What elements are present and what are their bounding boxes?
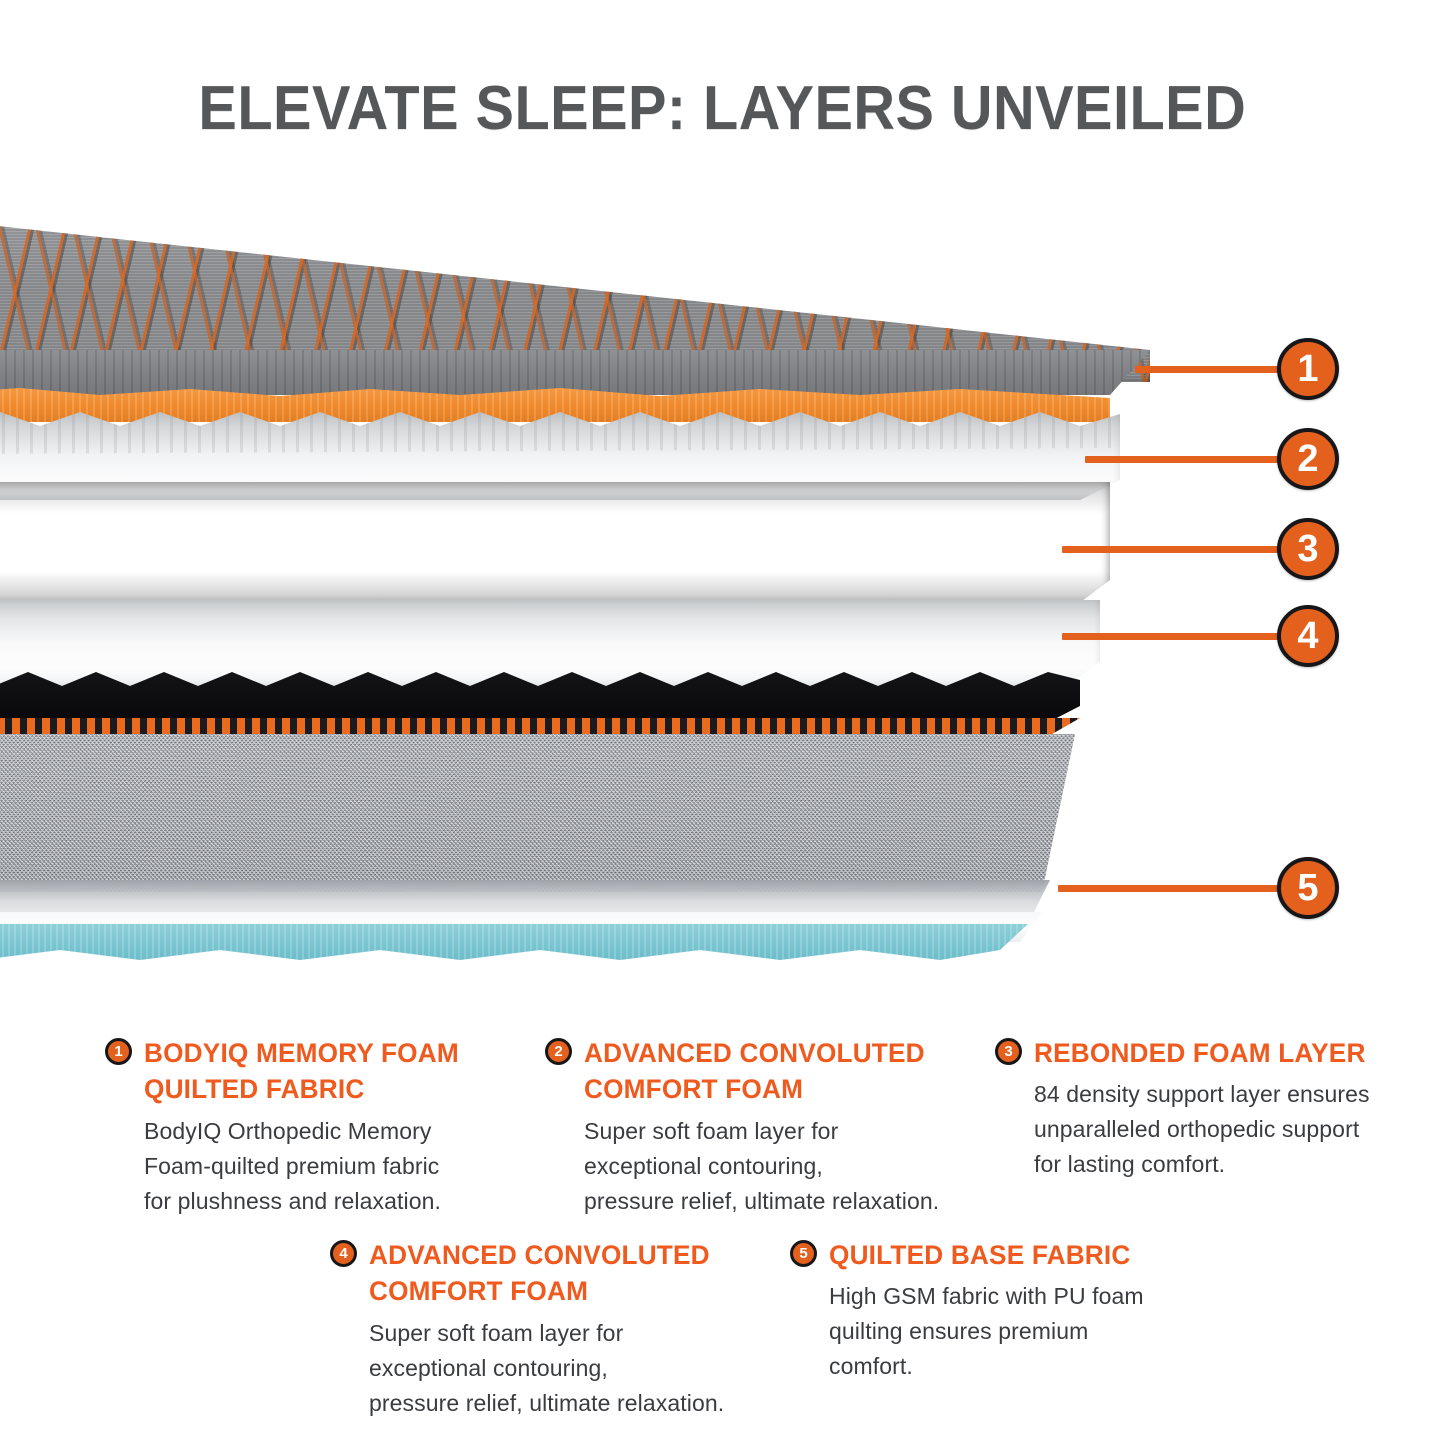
legend-body-2: ADVANCED CONVOLUTED COMFORT FOAM Super s… xyxy=(584,1035,939,1219)
callout-4-badge[interactable]: 4 xyxy=(1277,605,1339,667)
layer-convoluted-foam-ridges-upper xyxy=(0,412,1120,454)
layer-convoluted-comfort-foam-upper xyxy=(0,412,1120,500)
legend-item-quilted-base-fabric[interactable]: 5 QUILTED BASE FABRIC High GSM fabric wi… xyxy=(790,1237,1200,1384)
legend-body-3: REBONDED FOAM LAYER 84 density support l… xyxy=(1034,1035,1376,1182)
callout-1: 1 xyxy=(1135,338,1339,400)
legend-title-3: REBONDED FOAM LAYER xyxy=(1034,1038,1366,1068)
mattress-cutaway-illustration xyxy=(0,200,1160,960)
legend-badge-2: 2 xyxy=(545,1038,572,1065)
legend-body-5: QUILTED BASE FABRIC High GSM fabric with… xyxy=(829,1237,1144,1384)
legend-title-4: ADVANCED CONVOLUTED COMFORT FOAM xyxy=(369,1240,710,1307)
page-title: ELEVATE SLEEP: LAYERS UNVEILED xyxy=(198,73,1247,143)
callout-1-leader-line xyxy=(1135,365,1280,373)
layer-rebonded-foam-shading xyxy=(0,482,1110,610)
legend-description-4: Super soft foam layer for exceptional co… xyxy=(369,1319,725,1416)
legend-item-bodyiq-memory-foam-quilted-fabric[interactable]: 1 BODYIQ MEMORY FOAM QUILTED FABRIC Body… xyxy=(105,1035,505,1219)
callout-5-badge[interactable]: 5 xyxy=(1277,857,1339,919)
callout-3-leader-line xyxy=(1062,545,1280,553)
callout-5-leader-line xyxy=(1058,884,1280,892)
legend-badge-3: 3 xyxy=(995,1038,1022,1065)
legend-description-5: High GSM fabric with PU foam quilting en… xyxy=(829,1283,1144,1380)
legend-item-advanced-convoluted-comfort-foam-lower[interactable]: 4 ADVANCED CONVOLUTED COMFORT FOAM Super… xyxy=(330,1237,750,1421)
legend-title-1: BODYIQ MEMORY FOAM QUILTED FABRIC xyxy=(144,1038,459,1105)
legend-badge-1: 1 xyxy=(105,1038,132,1065)
layer-orange-striped-band xyxy=(0,718,1080,738)
callout-2: 2 xyxy=(1085,428,1339,490)
mattress-layers-diagram: 1 2 3 4 5 xyxy=(0,200,1445,960)
legend-item-advanced-convoluted-comfort-foam-upper[interactable]: 2 ADVANCED CONVOLUTED COMFORT FOAM Super… xyxy=(545,1035,965,1219)
callout-2-leader-line xyxy=(1085,455,1280,463)
legend-title-2: ADVANCED CONVOLUTED COMFORT FOAM xyxy=(584,1038,925,1105)
callout-3-badge[interactable]: 3 xyxy=(1277,518,1339,580)
page-header: ELEVATE SLEEP: LAYERS UNVEILED xyxy=(0,68,1445,148)
layer-gray-textile-base xyxy=(0,734,1075,892)
legend-description-3: 84 density support layer ensures unparal… xyxy=(1034,1081,1370,1178)
callout-1-badge[interactable]: 1 xyxy=(1277,338,1339,400)
legend-description-2: Super soft foam layer for exceptional co… xyxy=(584,1117,940,1214)
callout-4-leader-line xyxy=(1062,632,1280,640)
callout-5: 5 xyxy=(1058,857,1339,919)
callout-3: 3 xyxy=(1062,518,1339,580)
layer-quilted-base-fabric-teal xyxy=(0,924,1028,960)
legend-description-1: BodyIQ Orthopedic Memory Foam-quilted pr… xyxy=(144,1117,441,1214)
legend-body-4: ADVANCED CONVOLUTED COMFORT FOAM Super s… xyxy=(369,1237,724,1421)
legend-badge-5: 5 xyxy=(790,1240,817,1267)
callout-4: 4 xyxy=(1062,605,1339,667)
legend: 1 BODYIQ MEMORY FOAM QUILTED FABRIC Body… xyxy=(0,1015,1445,1445)
legend-badge-4: 4 xyxy=(330,1240,357,1267)
legend-title-5: QUILTED BASE FABRIC xyxy=(829,1240,1131,1270)
layer-quilted-memory-foam-side xyxy=(0,350,1150,395)
legend-item-rebonded-foam-layer[interactable]: 3 REBONDED FOAM LAYER 84 density support… xyxy=(995,1035,1405,1182)
callout-2-badge[interactable]: 2 xyxy=(1277,428,1339,490)
legend-body-1: BODYIQ MEMORY FOAM QUILTED FABRIC BodyIQ… xyxy=(144,1035,469,1219)
